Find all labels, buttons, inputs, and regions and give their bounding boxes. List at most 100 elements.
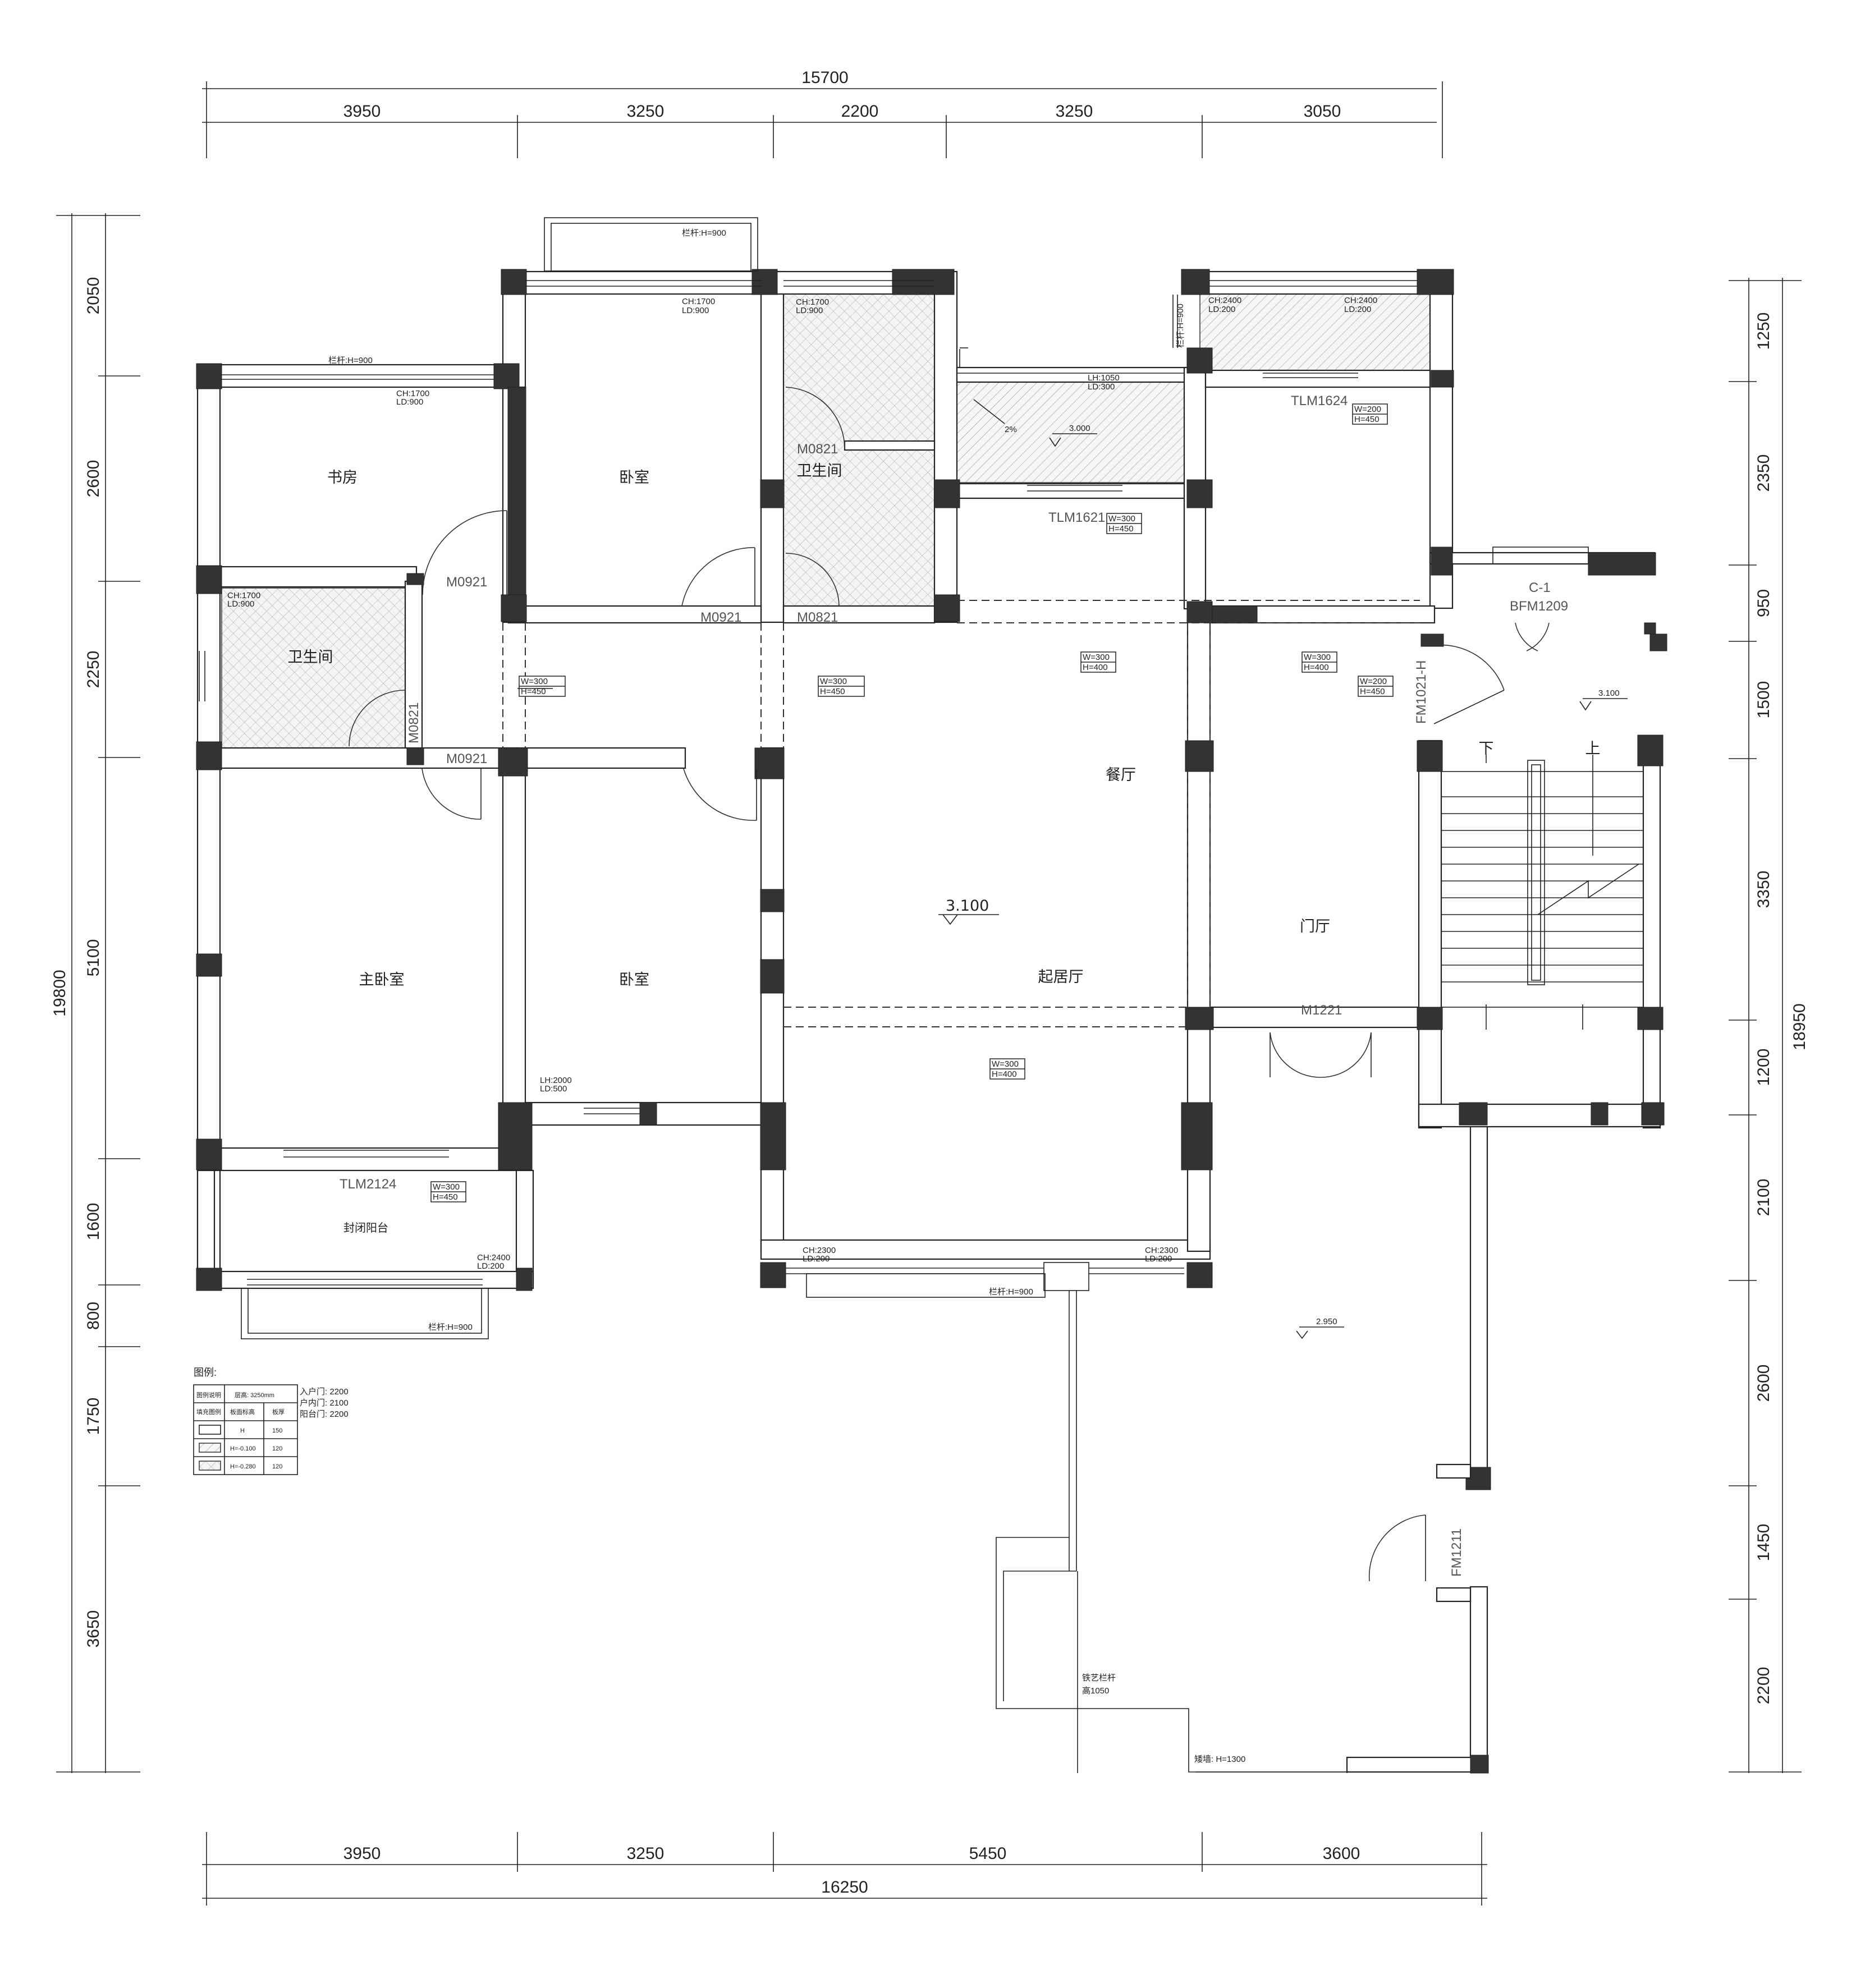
right-dim-8: 2600	[1754, 1365, 1773, 1402]
left-dim-6: 800	[84, 1302, 103, 1330]
room-dining: 餐厅	[1106, 766, 1136, 784]
tag-1: W=300 H=450	[517, 676, 566, 697]
note-rail-master: 栏杆:H=900	[428, 1323, 473, 1332]
level-yard: 2.950	[1316, 1317, 1337, 1326]
svg-text:填充图例: 填充图例	[196, 1408, 221, 1416]
svg-text:W=300: W=300	[521, 677, 548, 686]
top-dim-2: 3250	[627, 102, 665, 121]
right-dim-10: 2200	[1754, 1667, 1773, 1705]
svg-text:H=400: H=400	[992, 1069, 1017, 1079]
room-bath-north: 卫生间	[797, 462, 842, 480]
svg-text:H=-0.100: H=-0.100	[230, 1445, 256, 1452]
svg-text:H=450: H=450	[820, 687, 845, 696]
right-dim-7: 2100	[1754, 1179, 1773, 1216]
note-ch1700-a: CH:1700	[682, 297, 715, 306]
tag-7: W=200 H=450	[1352, 403, 1388, 425]
svg-text:W=300: W=300	[820, 677, 847, 686]
note-ld200-a: LD:200	[1208, 305, 1235, 314]
tag-2: W=300 H=450	[818, 676, 865, 697]
legend-door-balcony: 阳台门: 2200	[300, 1409, 349, 1419]
door-m0821-bath-b: M0821	[797, 610, 838, 625]
bottom-dim-1: 3950	[343, 1844, 381, 1863]
left-dim-4: 5100	[84, 939, 103, 977]
bottom-total-dim: 16250	[821, 1878, 868, 1897]
svg-text:H=450: H=450	[1360, 687, 1385, 696]
svg-text:板面标高: 板面标高	[230, 1408, 255, 1416]
left-dim-3: 2250	[84, 651, 103, 688]
note-parapet: 矮墙: H=1300	[1194, 1755, 1245, 1764]
top-dim-1: 3950	[343, 102, 381, 121]
room-study: 书房	[327, 469, 358, 486]
beam-lines	[502, 600, 1420, 1027]
note-ld900-b: LD:900	[796, 306, 823, 315]
note-lh1050: LH:1050	[1088, 373, 1120, 383]
door-m0821-bath-west: M0821	[406, 703, 421, 743]
room-foyer: 门厅	[1300, 918, 1330, 935]
top-dimensions: 15700 3950 3250 2200 3250 3050	[202, 68, 1443, 158]
door-m0921-master: M0921	[446, 751, 487, 766]
right-dim-2: 2350	[1754, 454, 1773, 492]
svg-text:150: 150	[272, 1427, 282, 1434]
svg-text:H=400: H=400	[1083, 663, 1108, 672]
note-lh2000: LH:2000	[540, 1076, 572, 1085]
level-marks: 3.100 3.000 2% 3.100 2.950	[938, 399, 1628, 1339]
room-bedroom-north: 卧室	[619, 469, 649, 486]
door-fm1211: FM1211	[1449, 1528, 1464, 1577]
right-dimensions: 18950 1250 2350 950 1500 3350 1200 2100 …	[1729, 278, 1809, 1773]
svg-text:层高: 3250mm: 层高: 3250mm	[235, 1391, 274, 1399]
top-total-dim: 15700	[801, 68, 848, 87]
room-closed-balcony: 封闭阳台	[343, 1221, 388, 1234]
right-dim-1: 1250	[1754, 313, 1773, 350]
note-rail-living: 栏杆:H=900	[989, 1287, 1033, 1297]
svg-text:W=300: W=300	[992, 1059, 1019, 1069]
hatched-areas	[221, 293, 1431, 749]
level-slope: 2%	[1005, 425, 1017, 434]
note-ld900-d: LD:900	[227, 599, 254, 609]
left-dimensions: 19800 2050 2600 2250 5100 1600 800 1750 …	[51, 213, 140, 1773]
svg-text:W=300: W=300	[433, 1182, 460, 1192]
legend-title: 图例:	[194, 1367, 217, 1378]
svg-text:120: 120	[272, 1463, 282, 1470]
room-living: 起居厅	[1038, 968, 1084, 986]
note-ch2300-b: CH:2300	[1145, 1246, 1178, 1255]
svg-text:W=300: W=300	[1304, 653, 1331, 662]
svg-text:W=200: W=200	[1360, 677, 1387, 686]
level-stair-landing: 3.100	[1598, 688, 1620, 698]
door-m0921-study: M0921	[446, 575, 487, 590]
note-iron-rail-2: 高1050	[1082, 1686, 1109, 1696]
left-dim-5: 1600	[84, 1203, 103, 1241]
svg-text:W=300: W=300	[1108, 514, 1135, 524]
room-bath-west: 卫生间	[288, 649, 333, 666]
columns	[196, 269, 1667, 1774]
note-ld900-a: LD:900	[682, 306, 709, 315]
level-main: 3.100	[946, 897, 989, 915]
opening-tags: W=300 H=450 W=300 H=450 W=300 H=400 W=30…	[430, 403, 1394, 1202]
door-m0921-bedroom: M0921	[700, 610, 741, 625]
svg-text:W=200: W=200	[1354, 405, 1381, 414]
door-tlm2124: TLM2124	[340, 1177, 396, 1192]
left-dim-7: 1750	[84, 1398, 103, 1435]
windows	[199, 217, 1589, 1339]
note-ch2400-b: CH:2400	[1344, 296, 1377, 305]
note-ch1700-b: CH:1700	[796, 297, 829, 307]
note-rail-study: 栏杆:H=900	[328, 356, 373, 365]
note-ch1700-c: CH:1700	[396, 389, 429, 398]
svg-text:图例说明: 图例说明	[196, 1391, 221, 1399]
note-ch2300-a: CH:2300	[803, 1246, 836, 1255]
note-rail-top: 栏杆:H=900	[682, 228, 726, 238]
top-dim-5: 3050	[1304, 102, 1341, 121]
tag-3: W=300 H=400	[1080, 651, 1116, 673]
door-m1221: M1221	[1301, 1003, 1342, 1018]
left-total-dim: 19800	[51, 970, 69, 1016]
legend-door-entry: 入户门: 2200	[300, 1387, 349, 1397]
note-ld200-b: LD:200	[1344, 305, 1371, 314]
left-dim-2: 2600	[84, 460, 103, 498]
note-ld200-c: LD:200	[477, 1261, 504, 1271]
right-total-dim: 18950	[1790, 1003, 1809, 1050]
room-bedroom-south: 卧室	[619, 971, 649, 989]
svg-text:120: 120	[272, 1445, 282, 1452]
bottom-dim-3: 5450	[969, 1844, 1007, 1863]
tag-8: W=300 H=400	[989, 1058, 1025, 1080]
legend: 图例: 图例说明 层高: 3250mm 填充图例 板面标高 板厚 H 150 H…	[193, 1367, 349, 1475]
